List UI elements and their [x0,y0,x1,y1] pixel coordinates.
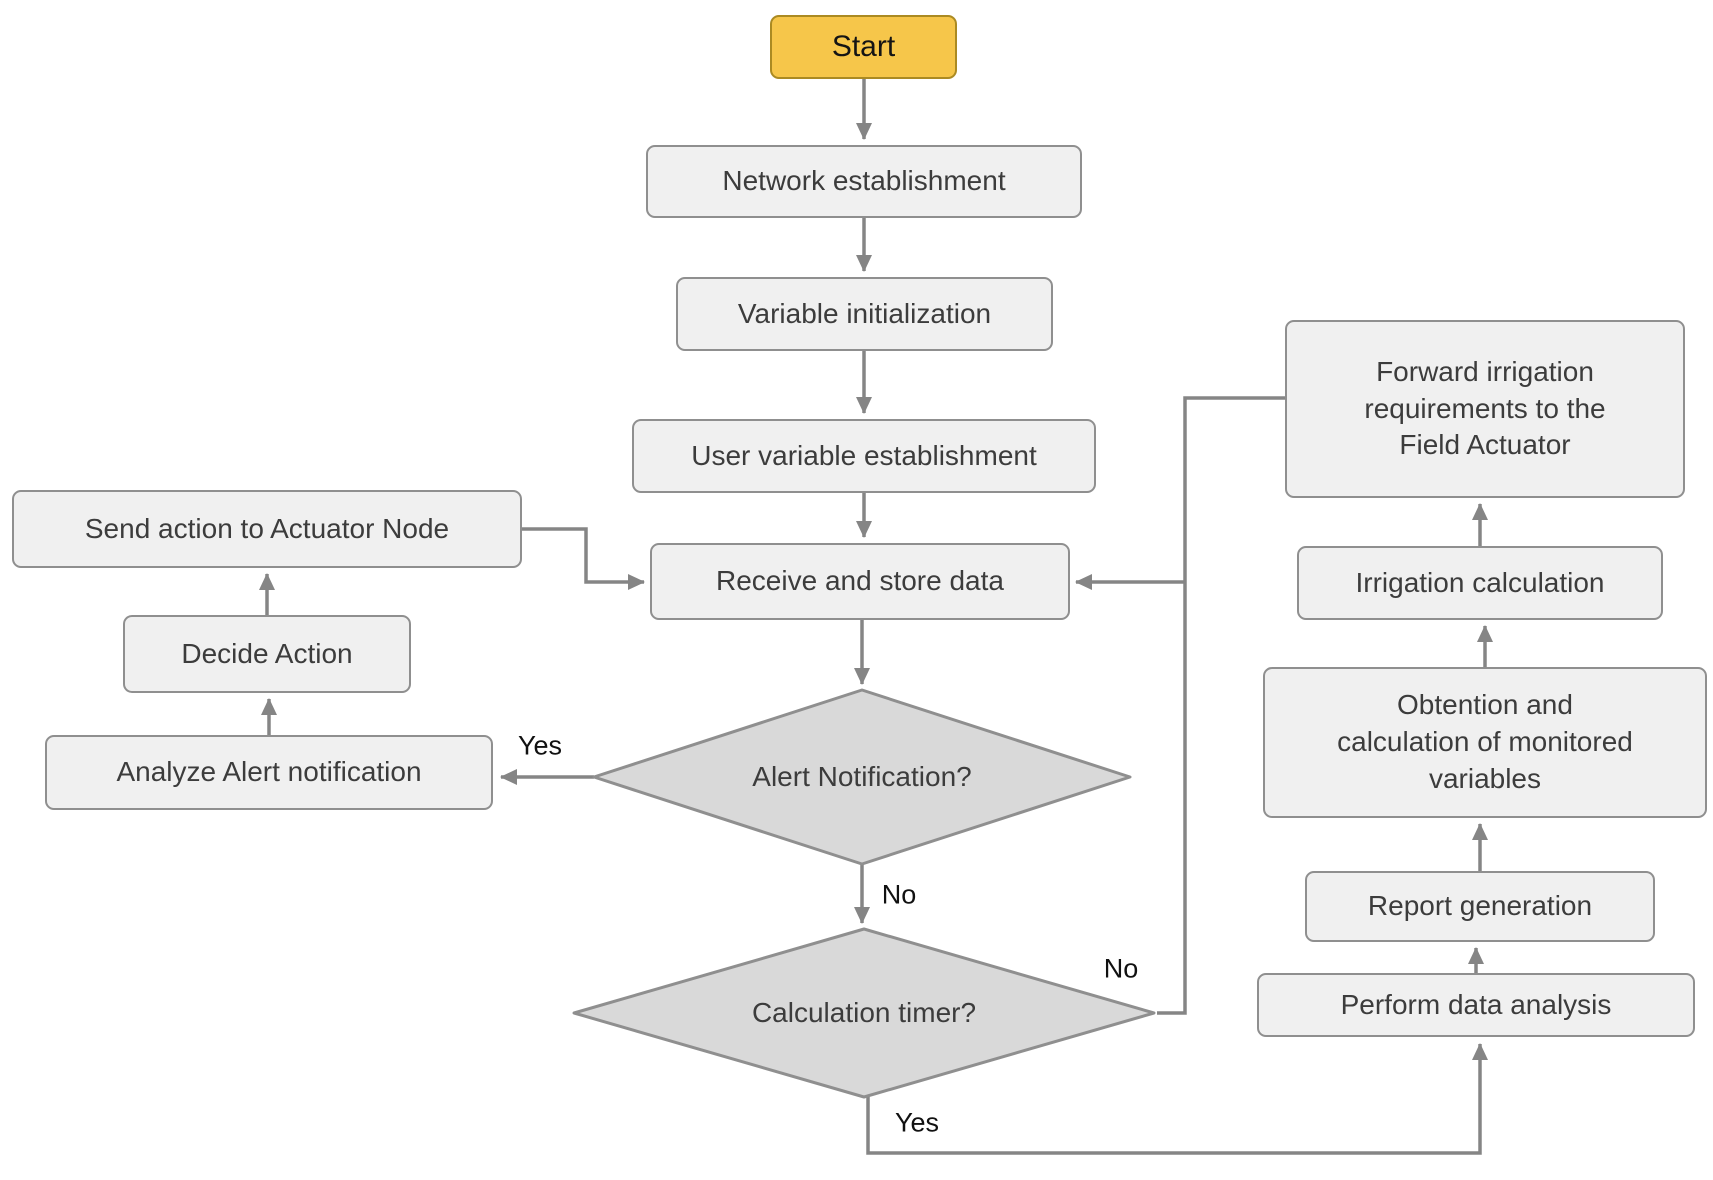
edge-calc-yes-perform [866,1043,1488,1155]
node-obtention-monitored-variables: Obtention and calculation of monitored v… [1263,667,1707,818]
node-user-variable-establishment: User variable establishment [632,419,1096,493]
node-variable-initialization: Variable initialization [676,277,1053,351]
node-start: Start [770,15,957,79]
node-irrigation-calculation: Irrigation calculation [1297,546,1663,620]
edge-label-calc-yes: Yes [894,1107,940,1138]
node-report-generation: Report generation [1305,871,1655,942]
node-forward-irrigation-requirements: Forward irrigation requirements to the F… [1285,320,1685,498]
node-perform-data-analysis: Perform data analysis [1257,973,1695,1037]
node-send-action-to-actuator: Send action to Actuator Node [12,490,522,568]
node-analyze-alert-notification: Analyze Alert notification [45,735,493,810]
edge-forward-rail [1157,396,1285,1015]
alert-decision-diamond [592,688,1132,866]
edge-send-receive [522,527,645,590]
node-decide-action: Decide Action [123,615,411,693]
edge-label-calc-no: No [1103,953,1139,984]
edge-label-alert-yes: Yes [517,730,563,761]
node-network-establishment: Network establishment [646,145,1082,218]
edge-label-alert-no: No [881,879,917,910]
node-receive-and-store-data: Receive and store data [650,543,1070,620]
calc-decision-diamond [572,927,1156,1099]
